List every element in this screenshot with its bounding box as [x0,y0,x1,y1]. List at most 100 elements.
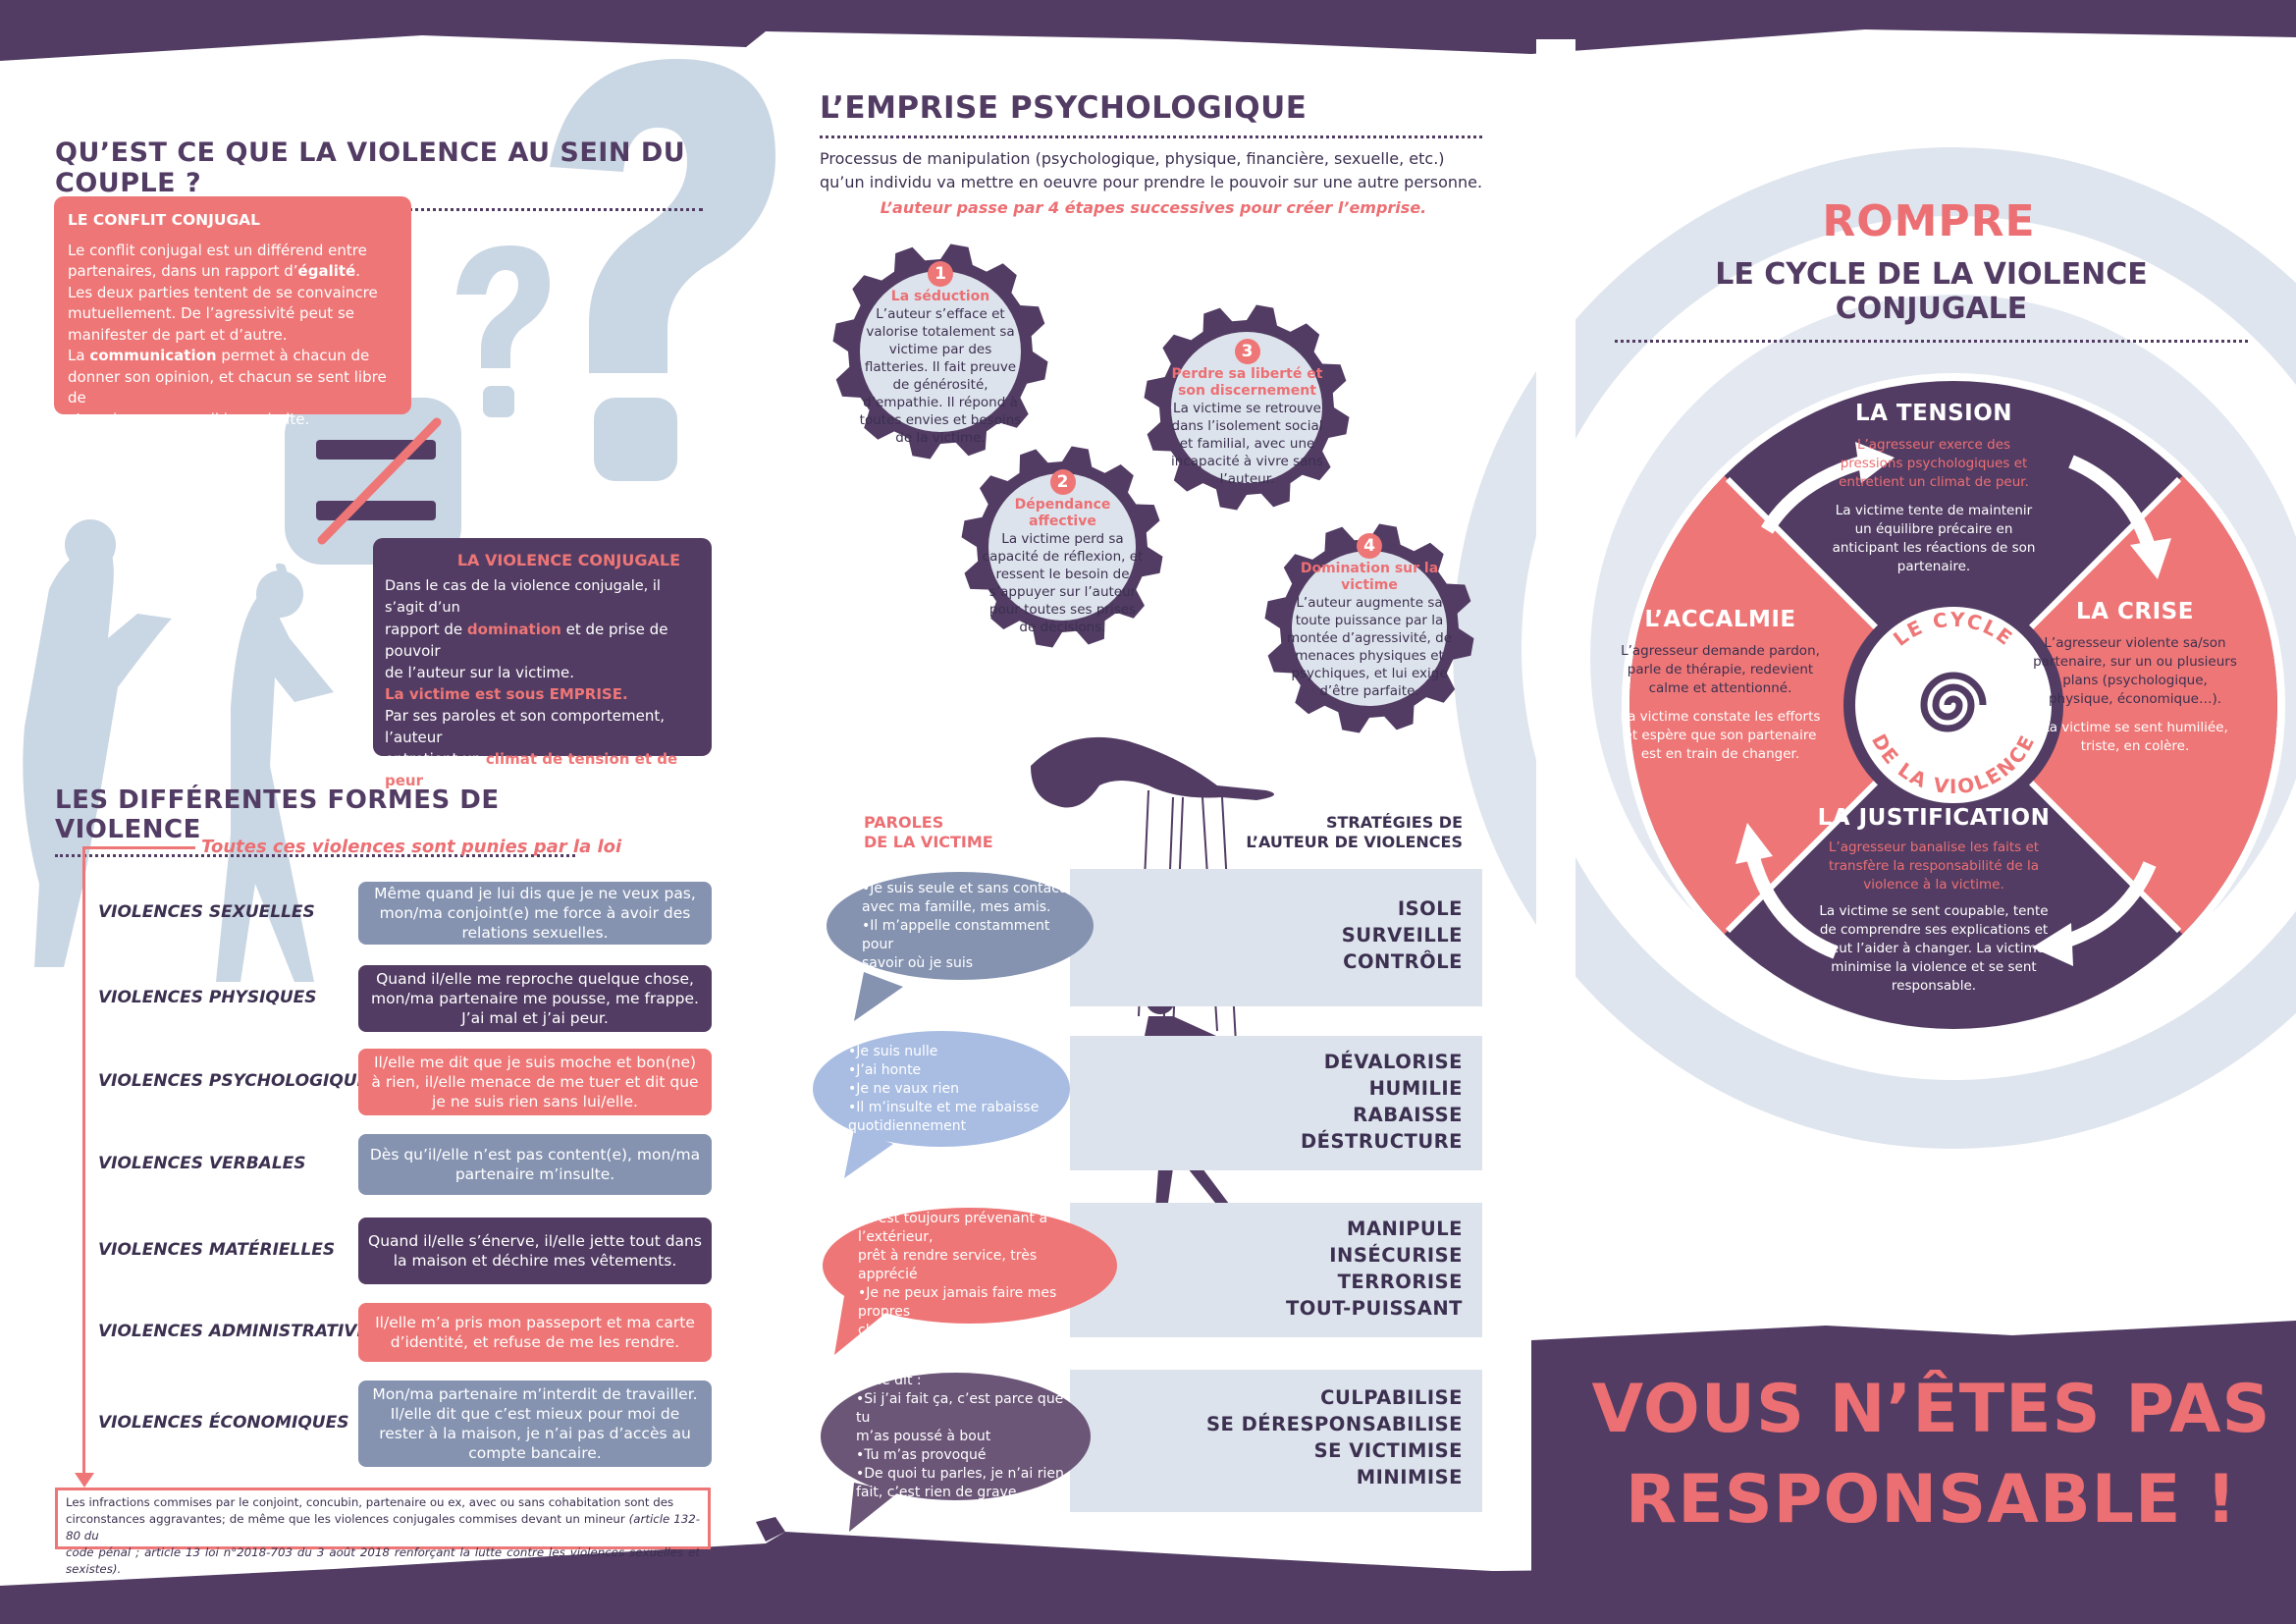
strat-l2: L’AUTEUR DE VIOLENCES [1246,833,1463,851]
bubble-line: •Tu m’as provoqué [856,1446,987,1463]
paroles-l1: PAROLES [864,813,944,832]
bubble-line: choix (travail, achat, sortie…) [858,1323,1062,1338]
emprise-intro-l2: qu’un individu va mettre en oeuvre pour … [820,173,1483,191]
vc-l4: La victime est sous EMPRISE. [385,685,628,703]
cycle-title: LE CYCLE DE LA VIOLENCE CONJUGALE [1615,257,2248,343]
strategy-item: TERRORISE [1337,1271,1463,1293]
violence-conjugale-box: LA VIOLENCE CONJUGALE Dans le cas de la … [373,538,712,833]
conflit-l8: s’exprimer comme il le souhaite. [68,409,310,428]
forme-label: VIOLENCES MATÉRIELLES [98,1240,336,1260]
step-text: La victime se retrouve dans l’isolement … [1171,401,1323,487]
footnote-l1: Les infractions commises par le conjoint… [66,1495,674,1509]
conflit-l3: Les deux parties tentent de se convaincr… [68,283,378,301]
strategy-band [1070,1036,1482,1170]
footnote-l2: circonstances aggravantes; de même que l… [66,1512,700,1543]
step-number: 2 [1049,469,1076,495]
victim-speech-bubble: Il me dit :•Si j’ai fait ça, c’est parce… [821,1373,1091,1500]
forme-text: Mon/ma partenaire m’interdit de travaill… [358,1380,712,1467]
victim-speech-bubble: •Personne ne me croira•Il est toujours p… [823,1192,1117,1338]
rompre-title: ROMPRE [1822,196,2036,246]
bubble-line: •Il m’insulte et me rabaisse [848,1099,1040,1115]
forme-text: Il/elle me dit que je suis moche et bon(… [358,1049,712,1115]
justification-section: LA JUSTIFICATION L’agresseur banalise le… [1796,805,2071,996]
bubble-line: •Je suis seule et sans contact [862,880,1065,896]
conflit-conjugal-box: LE CONFLIT CONJUGAL Le conflit conjugal … [54,196,411,428]
strategy-item: SE VICTIMISE [1313,1439,1463,1462]
bubble-line: quotidiennement [848,1117,967,1134]
emprise-intro-emph: L’auteur passe par 4 étapes successives … [880,198,1427,217]
strategy-item: CONTRÔLE [1343,950,1463,973]
forme-text: Quand il/elle me reproche quelque chose,… [358,965,712,1032]
bubble-line: •Je suis nulle [848,1043,938,1059]
responsable-l1: VOUS N’ÊTES PAS [1591,1371,2271,1448]
gear-inner-2 [988,473,1136,621]
forme-label: VIOLENCES ADMINISTRATIVES [98,1322,381,1341]
strategy-item: MINIMISE [1356,1466,1463,1489]
bubble-line: prêt à rendre service, très apprécié [858,1248,1038,1282]
paroles-l2: DE LA VICTIME [864,833,993,851]
bubble-line: •De quoi tu parles, je n’ai rien [856,1465,1064,1482]
strategy-item: RABAISSE [1353,1104,1463,1126]
conflit-l7: donner son opinion, et chacun se sent li… [68,367,387,407]
step-text: La victime perd sa capacité de réflexion… [982,531,1144,635]
strat-l1: STRATÉGIES DE [1325,813,1463,832]
strategy-item: DÉSTRUCTURE [1301,1130,1463,1153]
vc-l3: de l’auteur sur la victime. [385,664,575,681]
strategy-item: TOUT-PUISSANT [1285,1297,1463,1320]
responsable-l2: RESPONSABLE ! [1625,1461,2238,1539]
strategy-item: SURVEILLE [1341,924,1463,947]
paroles-heading: PAROLES DE LA VICTIME [864,813,993,852]
conflit-l6: La communication permet à chacun de [68,347,370,364]
bubble-line: fait, c’est rien de grave [856,1484,1017,1500]
bubble-line: •Je ne vaux rien [848,1080,959,1097]
emprise-intro-l1: Processus de manipulation (psychologique… [820,149,1445,168]
strat-heading: STRATÉGIES DE L’AUTEUR DE VIOLENCES [1237,813,1463,852]
gear-inner-4 [1292,551,1447,706]
formes-subtitle: Toutes ces violences sont punies par la … [201,837,622,857]
emprise-title: L’EMPRISE PSYCHOLOGIQUE [820,90,1482,138]
forme-text: Il/elle m’a pris mon passeport et ma car… [358,1303,712,1362]
step-number: 4 [1357,533,1382,559]
vc-l2: rapport de domination et de prise de pou… [385,621,668,660]
conflit-l1: Le conflit conjugal est un différend ent… [68,241,367,259]
strategy-item: HUMILIE [1368,1077,1463,1100]
strategy-band [1070,1370,1482,1512]
forme-text: Dès qu’il/elle n’est pas content(e), mon… [358,1134,712,1195]
bubble-line: •Si j’ai fait ça, c’est parce que tu [856,1390,1064,1426]
footnote-l3: code pénal ; article 13 loi n°2018-703 d… [66,1545,700,1576]
step-title: Perdre sa liberté et son discernement [1171,366,1323,399]
step-title: Domination sur la victime [1300,561,1439,593]
bubble-line: •Il est toujours prévenant à l’extérieur… [858,1211,1048,1245]
step-number: 1 [928,261,953,287]
violence-conjugale-title: LA VIOLENCE CONJUGALE [456,551,680,569]
formes-bracket-vertical [82,846,85,1481]
bubble-line: savoir où je suis [862,954,974,971]
step-title: Dépendance affective [1014,497,1111,529]
vc-l6: entretient un climat de tension et de pe… [385,750,678,789]
crise-v: La victime se sent humiliée,triste, en c… [2042,720,2228,754]
formes-bracket [82,846,195,849]
tension-title: LA TENSION [1854,401,2013,426]
victim-speech-bubble: •Je suis seule et sans contact avec ma fa… [827,872,1094,980]
forme-label: VIOLENCES ÉCONOMIQUES [98,1413,349,1433]
bubble-line: avec ma famille, mes amis. [862,898,1051,915]
strategy-item: CULPABILISE [1320,1386,1463,1409]
forme-text: Même quand je lui dis que je ne veux pas… [358,882,712,945]
forme-label: VIOLENCES PHYSIQUES [98,988,317,1007]
